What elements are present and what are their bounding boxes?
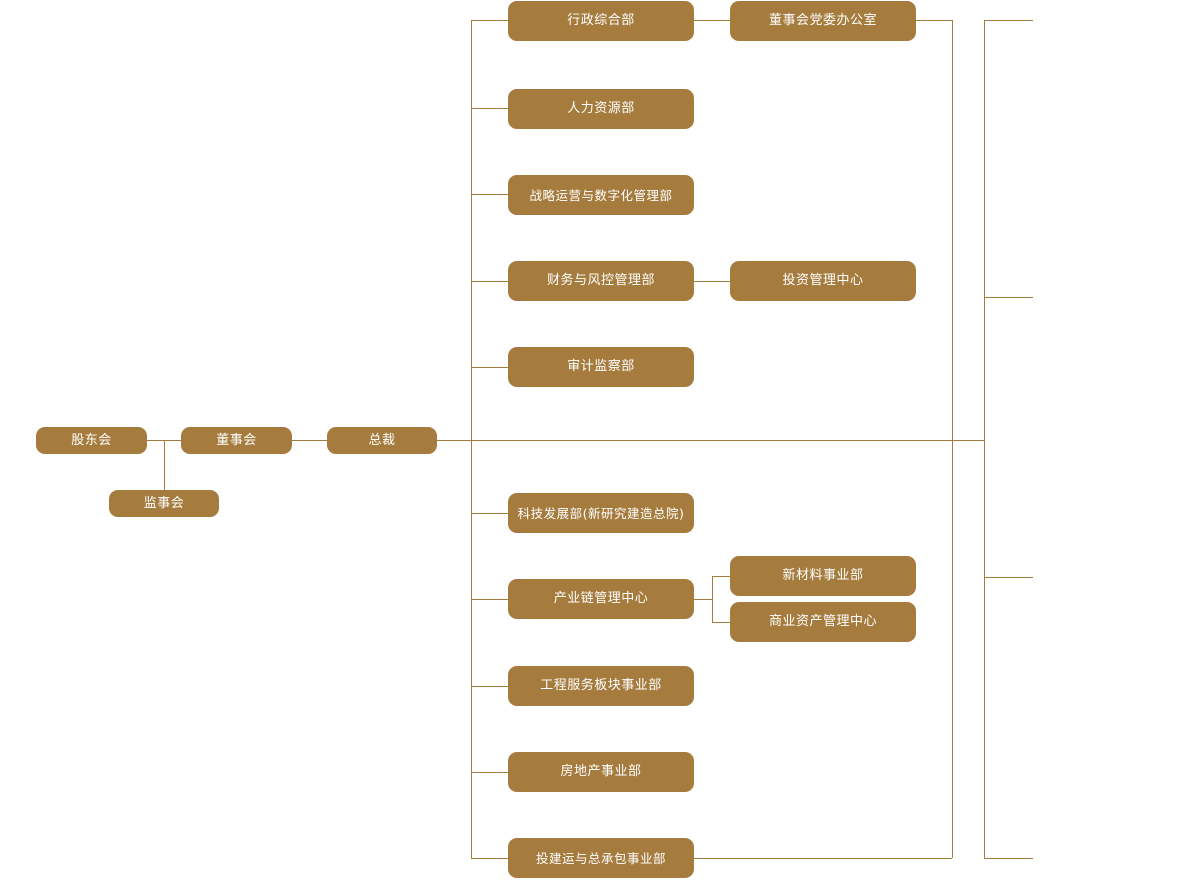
node-dept-admin[interactable]: 行政综合部 bbox=[508, 1, 694, 41]
connector-fork-to-new-materials bbox=[712, 576, 730, 577]
node-dept-tech[interactable]: 科技发展部(新研究建造总院) bbox=[508, 493, 694, 533]
main-vertical-spine bbox=[471, 20, 472, 858]
branch-line-epc bbox=[471, 858, 508, 859]
connector-industry-chain-stub bbox=[694, 599, 713, 600]
branch-line-audit bbox=[471, 367, 508, 368]
node-dept-finance[interactable]: 财务与风控管理部 bbox=[508, 261, 694, 301]
connector-board-to-president bbox=[292, 440, 327, 441]
node-board-of-directors[interactable]: 董事会 bbox=[181, 427, 292, 454]
branch-line-finance bbox=[471, 281, 508, 282]
bracket-inner-top-arm bbox=[916, 20, 952, 21]
connector-fork-to-commercial-asset bbox=[712, 622, 730, 623]
bracket-outer-lower-stub bbox=[984, 577, 1033, 578]
connector-finance-to-investment-center bbox=[694, 281, 730, 282]
node-subunit-new-materials[interactable]: 新材料事业部 bbox=[730, 556, 916, 596]
branch-line-hr bbox=[471, 108, 508, 109]
connector-industry-chain-fork bbox=[712, 576, 713, 623]
bracket-outer-top-arm bbox=[984, 20, 1033, 21]
branch-line-real-estate bbox=[471, 772, 508, 773]
bracket-inner-vertical bbox=[952, 20, 953, 858]
node-shareholders-meeting[interactable]: 股东会 bbox=[36, 427, 147, 454]
node-dept-industry-chain[interactable]: 产业链管理中心 bbox=[508, 579, 694, 619]
node-dept-engineering[interactable]: 工程服务板块事业部 bbox=[508, 666, 694, 706]
node-president[interactable]: 总裁 bbox=[327, 427, 437, 454]
node-dept-audit[interactable]: 审计监察部 bbox=[508, 347, 694, 387]
node-dept-real-estate[interactable]: 房地产事业部 bbox=[508, 752, 694, 792]
connector-board-to-supervisory-vertical bbox=[164, 441, 165, 490]
node-dept-hr[interactable]: 人力资源部 bbox=[508, 89, 694, 129]
node-subunit-party-office[interactable]: 董事会党委办公室 bbox=[730, 1, 916, 41]
node-subunit-investment-center[interactable]: 投资管理中心 bbox=[730, 261, 916, 301]
connector-shareholders-to-board bbox=[147, 440, 181, 441]
bracket-outer-upper-stub bbox=[984, 297, 1033, 298]
node-supervisory-board[interactable]: 监事会 bbox=[109, 490, 219, 517]
branch-line-engineering bbox=[471, 686, 508, 687]
branch-line-tech bbox=[471, 513, 508, 514]
node-subunit-commercial-asset[interactable]: 商业资产管理中心 bbox=[730, 602, 916, 642]
bracket-inner-bottom-arm bbox=[694, 858, 952, 859]
connector-president-to-spine bbox=[437, 440, 984, 441]
node-dept-strategy[interactable]: 战略运营与数字化管理部 bbox=[508, 175, 694, 215]
bracket-outer-vertical bbox=[984, 20, 985, 858]
node-dept-epc[interactable]: 投建运与总承包事业部 bbox=[508, 838, 694, 878]
branch-line-strategy bbox=[471, 194, 508, 195]
bracket-outer-bottom-arm bbox=[984, 858, 1033, 859]
connector-admin-to-party-office bbox=[694, 20, 730, 21]
branch-line-industry-chain bbox=[471, 599, 508, 600]
branch-line-admin bbox=[471, 20, 508, 21]
